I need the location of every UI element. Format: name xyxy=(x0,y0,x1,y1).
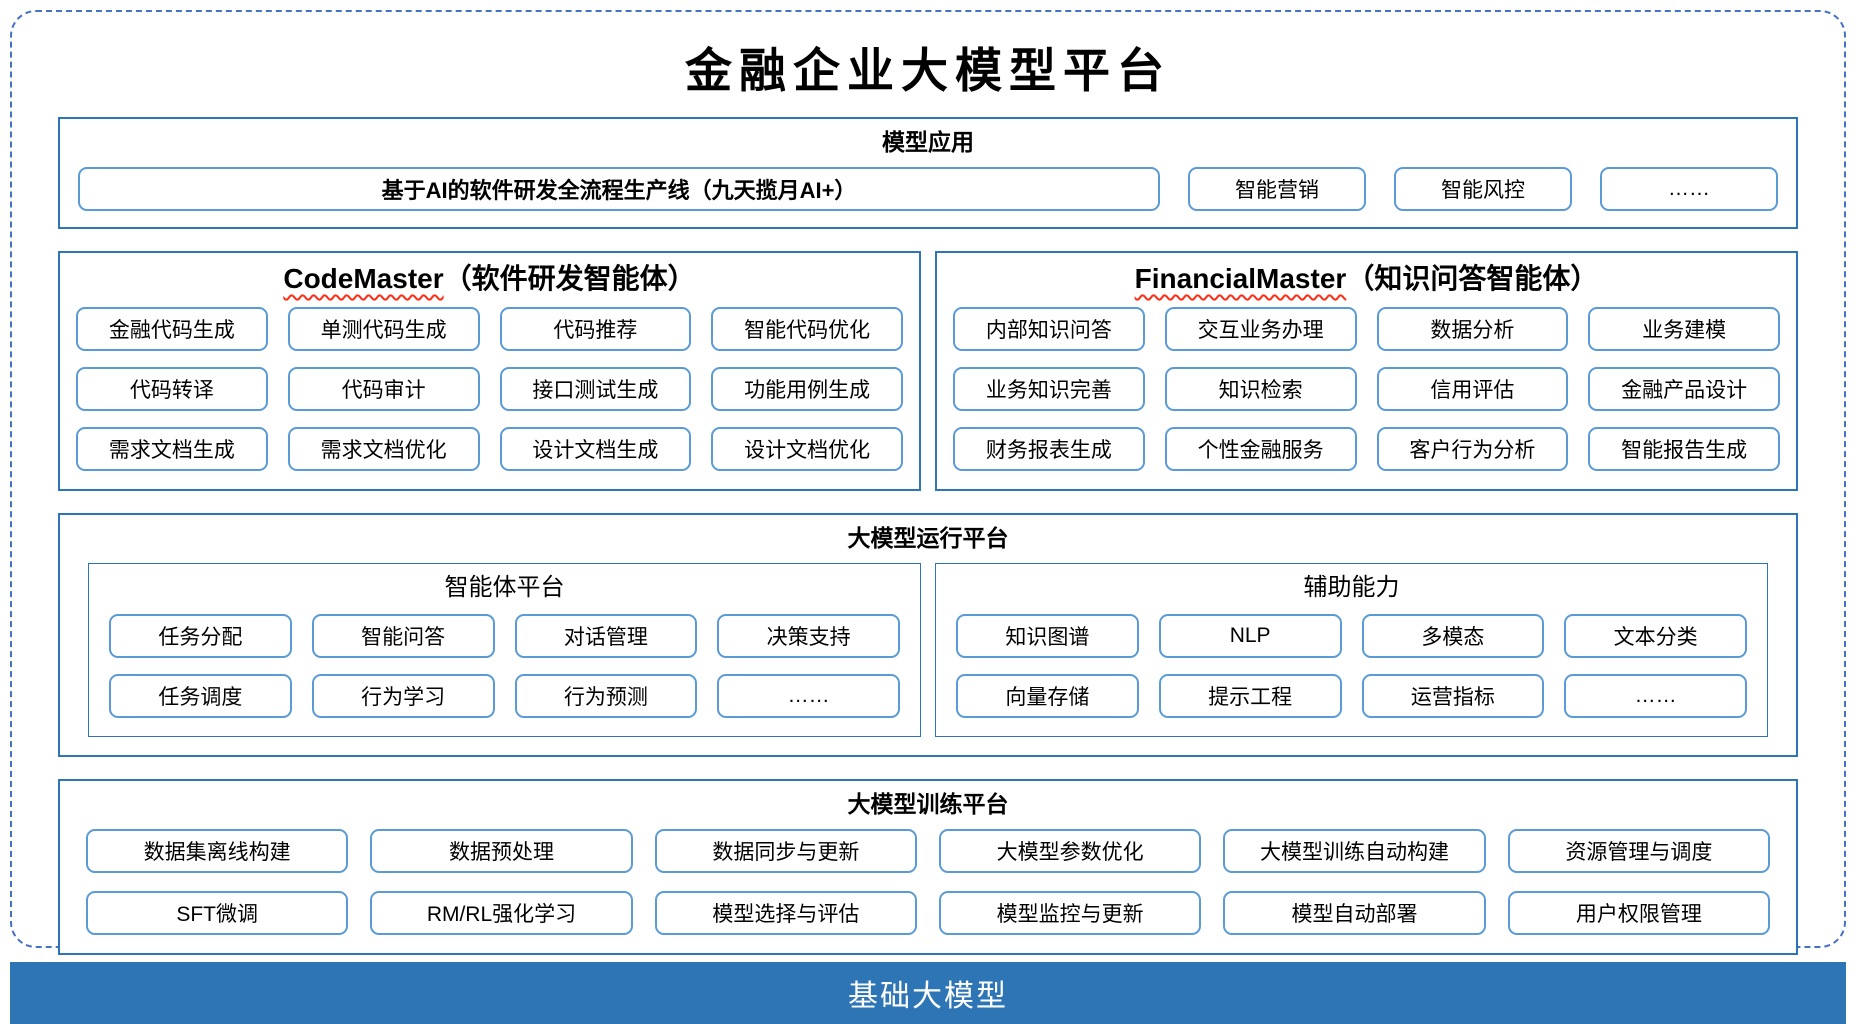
training-platform-item: 资源管理与调度 xyxy=(1507,829,1770,873)
financial-master-item: 个性金融服务 xyxy=(1164,427,1357,471)
code-master-item: 智能代码优化 xyxy=(711,307,903,351)
agent-platform-item: 决策支持 xyxy=(717,614,900,658)
training-platform-item: 数据预处理 xyxy=(370,829,633,873)
code-master-item: 设计文档优化 xyxy=(711,427,903,471)
code-master-item: 代码推荐 xyxy=(499,307,692,351)
training-platform-item: 模型选择与评估 xyxy=(654,891,917,935)
financial-master-item: 财务报表生成 xyxy=(953,427,1145,471)
financial-master-items: 内部知识问答交互业务办理数据分析业务建模业务知识完善知识检索信用评估金融产品设计… xyxy=(953,307,1780,471)
foundation-model-label: 基础大模型 xyxy=(848,980,1008,1013)
agent-platform-item: 对话管理 xyxy=(514,614,698,658)
app-item: 智能风控 xyxy=(1394,167,1572,211)
aux-ability-item: 运营指标 xyxy=(1361,674,1545,718)
financial-master-item: 金融产品设计 xyxy=(1588,367,1780,411)
code-master-item: 单测代码生成 xyxy=(287,307,480,351)
aux-ability-item: NLP xyxy=(1158,614,1342,658)
agents-row: CodeMaster（软件研发智能体） 金融代码生成单测代码生成代码推荐智能代码… xyxy=(58,251,1798,491)
training-platform-item: 大模型参数优化 xyxy=(939,829,1202,873)
subpanel-agent-platform: 智能体平台 任务分配智能问答对话管理决策支持任务调度行为学习行为预测 …… xyxy=(88,563,921,737)
code-master-item: 金融代码生成 xyxy=(76,307,268,351)
aux-ability-items: 知识图谱 NLP 多模态文本分类向量存储提示工程运营指标 …… xyxy=(956,614,1747,718)
model-applications-header: 模型应用 xyxy=(882,129,974,155)
aux-ability-item: 文本分类 xyxy=(1564,614,1747,658)
financial-master-item: 智能报告生成 xyxy=(1588,427,1780,471)
financial-master-item: 数据分析 xyxy=(1376,307,1569,351)
agent-platform-item: 行为预测 xyxy=(514,674,698,718)
code-master-name: CodeMaster xyxy=(283,263,444,294)
aux-ability-header: 辅助能力 xyxy=(1303,574,1400,601)
training-platform-item: 用户权限管理 xyxy=(1507,891,1770,935)
agent-platform-item: …… xyxy=(717,674,900,718)
code-master-subtitle: （软件研发智能体） xyxy=(443,263,696,294)
financial-master-item: 内部知识问答 xyxy=(953,307,1145,351)
section-runtime-platform: 大模型运行平台 智能体平台 任务分配智能问答对话管理决策支持任务调度行为学习行为… xyxy=(58,513,1798,757)
training-platform-item: 数据同步与更新 xyxy=(654,829,917,873)
model-applications-items: 基于AI的软件研发全流程生产线（九天揽月AI+） 智能营销智能风控 …… xyxy=(74,167,1782,211)
section-training-platform: 大模型训练平台 数据集离线构建数据预处理数据同步与更新大模型参数优化大模型训练自… xyxy=(58,779,1798,955)
financial-master-item: 信用评估 xyxy=(1376,367,1569,411)
financial-master-item: 知识检索 xyxy=(1164,367,1357,411)
financial-master-name: FinancialMaster xyxy=(1134,263,1347,294)
code-master-item: 功能用例生成 xyxy=(711,367,903,411)
section-code-master: CodeMaster（软件研发智能体） 金融代码生成单测代码生成代码推荐智能代码… xyxy=(58,251,921,491)
platform-diagram-container: 金融企业大模型平台 模型应用 基于AI的软件研发全流程生产线（九天揽月AI+） … xyxy=(10,10,1846,955)
aux-ability-item: 知识图谱 xyxy=(956,614,1139,658)
code-master-items: 金融代码生成单测代码生成代码推荐智能代码优化代码转译代码审计接口测试生成功能用例… xyxy=(76,307,903,471)
code-master-item: 代码转译 xyxy=(76,367,268,411)
financial-master-subtitle: （知识问答智能体） xyxy=(1346,263,1599,294)
code-master-item: 接口测试生成 xyxy=(499,367,692,411)
runtime-platform-header: 大模型运行平台 xyxy=(847,525,1009,551)
agent-platform-item: 任务调度 xyxy=(109,674,292,718)
section-financial-master: FinancialMaster（知识问答智能体） 内部知识问答交互业务办理数据分… xyxy=(935,251,1798,491)
foundation-model-bar: 基础大模型 xyxy=(10,962,1846,1024)
training-platform-item: RM/RL强化学习 xyxy=(370,891,633,935)
code-master-header: CodeMaster（软件研发智能体） xyxy=(76,259,903,299)
code-master-item: 代码审计 xyxy=(287,367,480,411)
training-platform-item: 模型自动部署 xyxy=(1223,891,1486,935)
app-item: 智能营销 xyxy=(1188,167,1366,211)
page-title: 金融企业大模型平台 xyxy=(685,44,1171,99)
financial-master-item: 交互业务办理 xyxy=(1164,307,1357,351)
financial-master-item: 业务知识完善 xyxy=(953,367,1145,411)
aux-ability-item: 提示工程 xyxy=(1158,674,1342,718)
agent-platform-items: 任务分配智能问答对话管理决策支持任务调度行为学习行为预测 …… xyxy=(109,614,900,718)
training-platform-items: 数据集离线构建数据预处理数据同步与更新大模型参数优化大模型训练自动构建资源管理与… xyxy=(86,829,1770,935)
aux-ability-item: 多模态 xyxy=(1361,614,1545,658)
training-platform-item: SFT微调 xyxy=(86,891,349,935)
code-master-item: 需求文档优化 xyxy=(287,427,480,471)
code-master-item: 设计文档生成 xyxy=(499,427,692,471)
training-platform-item: 模型监控与更新 xyxy=(939,891,1202,935)
aux-ability-item: 向量存储 xyxy=(956,674,1139,718)
code-master-item: 需求文档生成 xyxy=(76,427,268,471)
runtime-subpanels: 智能体平台 任务分配智能问答对话管理决策支持任务调度行为学习行为预测 …… 辅助能… xyxy=(88,563,1768,737)
financial-master-item: 客户行为分析 xyxy=(1376,427,1569,471)
aux-ability-item: …… xyxy=(1564,674,1747,718)
training-platform-item: 数据集离线构建 xyxy=(86,829,349,873)
subpanel-aux-ability: 辅助能力 知识图谱 NLP 多模态文本分类向量存储提示工程运营指标 …… xyxy=(935,563,1768,737)
training-platform-item: 大模型训练自动构建 xyxy=(1223,829,1486,873)
agent-platform-item: 任务分配 xyxy=(109,614,292,658)
app-item: …… xyxy=(1600,167,1778,211)
financial-master-header: FinancialMaster（知识问答智能体） xyxy=(953,259,1780,299)
financial-master-item: 业务建模 xyxy=(1588,307,1780,351)
section-model-applications: 模型应用 基于AI的软件研发全流程生产线（九天揽月AI+） 智能营销智能风控 …… xyxy=(58,117,1798,229)
agent-platform-item: 行为学习 xyxy=(311,674,495,718)
app-item-ai-pipeline: 基于AI的软件研发全流程生产线（九天揽月AI+） xyxy=(78,167,1160,211)
training-platform-header: 大模型训练平台 xyxy=(847,791,1009,817)
agent-platform-header: 智能体平台 xyxy=(444,574,565,601)
agent-platform-item: 智能问答 xyxy=(311,614,495,658)
